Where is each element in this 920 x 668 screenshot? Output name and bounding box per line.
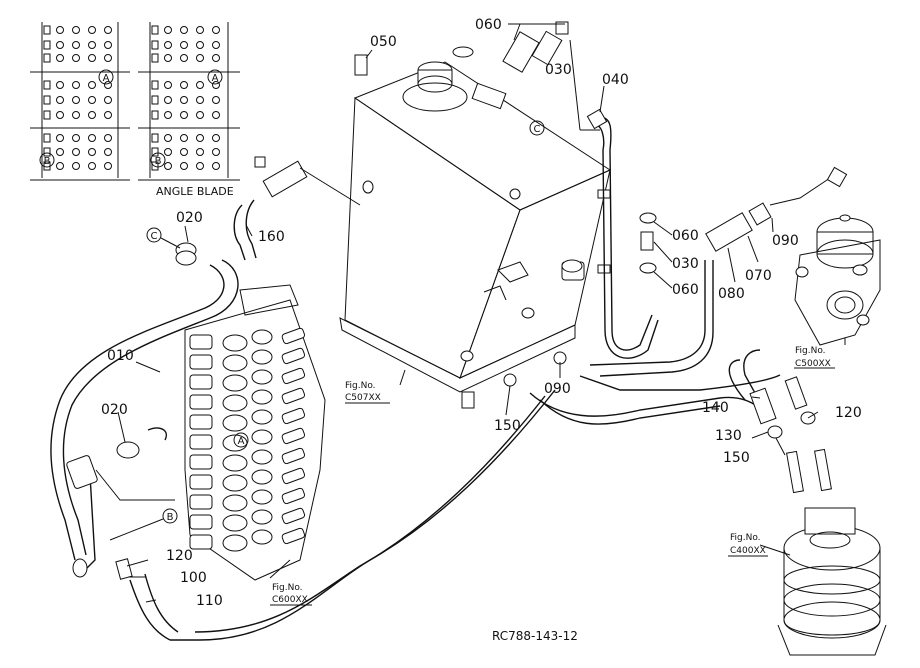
label-090-right: 090: [772, 233, 799, 249]
fig-ref-c600: Fig.No. C600XX: [270, 583, 312, 606]
label-030-mid: 030: [672, 256, 699, 272]
label-110: 110: [196, 593, 223, 609]
label-020-upper: 020: [176, 210, 203, 226]
svg-text:B: B: [167, 512, 174, 523]
inset-caption: ANGLE BLADE: [156, 185, 234, 198]
label-050: 050: [370, 34, 397, 50]
svg-text:C507XX: C507XX: [345, 393, 381, 403]
label-060-low: 060: [672, 282, 699, 298]
label-080: 080: [718, 286, 745, 302]
label-070: 070: [745, 268, 772, 284]
label-120-right: 120: [835, 405, 862, 421]
hose-080: [589, 260, 706, 366]
fig-ref-c400: Fig.No. C400XX: [728, 533, 768, 557]
inset-callout-a-1: A: [98, 69, 114, 85]
clamp-020-lower: [116, 441, 140, 459]
svg-text:Fig.No.: Fig.No.: [345, 381, 376, 391]
svg-text:C400XX: C400XX: [730, 546, 766, 556]
callout-a-valve: A: [233, 432, 249, 448]
inset-callout-b-2: B: [150, 152, 166, 168]
hose-040-outer: [591, 124, 659, 359]
label-090-tank: 090: [544, 381, 571, 397]
label-060-top: 060: [475, 17, 502, 33]
svg-text:A: A: [212, 73, 219, 84]
label-020-lower: 020: [101, 402, 128, 418]
leader-lines: [117, 23, 846, 603]
fitting-160: [233, 204, 246, 261]
label-010: 010: [107, 348, 134, 364]
svg-text:C: C: [534, 124, 541, 135]
callout-c-tank: C: [529, 120, 545, 136]
hydraulic-tank: [339, 46, 612, 409]
fitting-050: [354, 54, 368, 76]
svg-text:A: A: [103, 73, 110, 84]
label-040: 040: [602, 72, 629, 88]
inset-callout-b-1: B: [39, 152, 55, 168]
label-160: 160: [258, 229, 285, 245]
inset-detail-angle-blade: [138, 22, 240, 181]
label-060-mid: 060: [672, 228, 699, 244]
hydraulic-pump: [794, 214, 881, 346]
callout-b-valve: B: [109, 508, 178, 541]
svg-text:Fig.No.: Fig.No.: [272, 583, 303, 593]
inset-callout-a-2: A: [207, 69, 223, 85]
label-150-tank: 150: [494, 418, 521, 434]
hose-080-outer: [599, 260, 714, 377]
svg-text:C500XX: C500XX: [795, 359, 831, 369]
hose-040: [597, 116, 653, 351]
label-120-left: 120: [166, 548, 193, 564]
fig-ref-c507: Fig.No. C507XX: [345, 381, 390, 404]
label-030-top: 030: [545, 62, 572, 78]
label-100: 100: [180, 570, 207, 586]
label-150-right: 150: [723, 450, 750, 466]
callout-c-hose: C: [146, 227, 181, 249]
fig-ref-c500: Fig.No. C500XX: [794, 346, 835, 369]
label-130: 130: [715, 428, 742, 444]
control-valve-assembly: [184, 284, 326, 581]
hose-150-inner: [539, 399, 721, 425]
svg-text:C600XX: C600XX: [272, 595, 308, 605]
drawing-number: RC788-143-12: [492, 629, 578, 643]
inset-detail-standard: [30, 22, 130, 181]
svg-text:B: B: [44, 156, 51, 167]
svg-text:Fig.No.: Fig.No.: [795, 346, 826, 356]
hose-010: [50, 264, 225, 561]
swivel-motor: [767, 411, 887, 656]
svg-text:C: C: [151, 231, 158, 242]
svg-text:Fig.No.: Fig.No.: [730, 533, 761, 543]
label-140: 140: [702, 400, 729, 416]
svg-text:B: B: [155, 156, 162, 167]
svg-text:A: A: [238, 436, 245, 447]
